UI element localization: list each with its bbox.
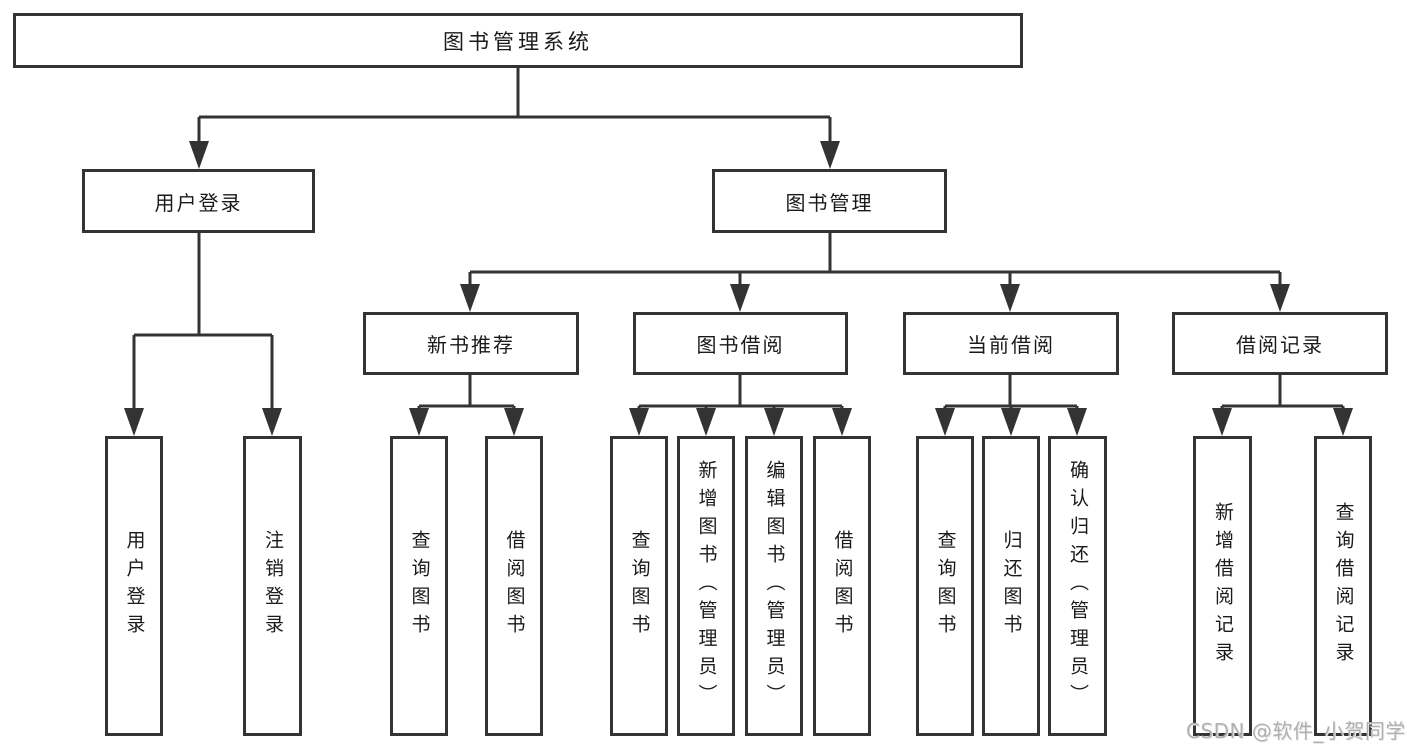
arrow-down-icon [1270,284,1290,312]
node-new-book-recommendation: 新书推荐 [363,312,579,375]
leaf-query-books-borrow: 查询图书 [610,436,668,736]
node-label: 查询借阅记录 [1332,502,1354,670]
leaf-query-books-current: 查询图书 [916,436,974,736]
arrow-down-icon [935,408,955,436]
arrow-down-icon [189,141,209,169]
node-label: 注销登录 [262,530,283,642]
arrow-down-icon [1000,284,1020,312]
node-label: 借阅图书 [831,530,853,642]
node-label: 确认归还（管理员） [1067,460,1088,712]
csdn-watermark: CSDN @软件_小贺同学 [1186,719,1405,743]
arrow-down-icon [629,408,649,436]
arrow-down-icon [409,408,429,436]
arrow-down-icon [730,284,750,312]
arrow-down-icon [832,408,852,436]
node-label: 查询图书 [934,530,956,642]
leaf-add-borrow-record: 新增借阅记录 [1193,436,1252,736]
leaf-query-books-recommend: 查询图书 [390,436,448,736]
node-label: 编辑图书（管理员） [763,460,785,712]
arrow-down-icon [124,408,144,436]
node-borrowing-records: 借阅记录 [1172,312,1388,375]
node-label: 查询图书 [408,530,430,642]
arrow-down-icon [820,141,840,169]
node-book-management: 图书管理 [712,169,947,233]
leaf-borrow-books: 借阅图书 [813,436,871,736]
node-label: 借阅记录 [1236,335,1324,357]
node-current-borrowing: 当前借阅 [903,312,1119,375]
leaf-confirm-return-admin: 确认归还（管理员） [1048,436,1107,736]
leaf-edit-book-admin: 编辑图书（管理员） [745,436,803,736]
node-label: 用户登录 [123,530,145,642]
arrow-down-icon [1067,408,1087,436]
connector-arrowheads [124,141,1353,436]
arrow-down-icon [504,408,524,436]
node-label: 新书推荐 [427,335,515,357]
leaf-query-borrow-record: 查询借阅记录 [1314,436,1372,736]
leaf-borrow-books-recommend: 借阅图书 [485,436,543,736]
node-label: 图书管理 [785,192,874,215]
arrow-down-icon [1001,408,1021,436]
node-label: 查询图书 [628,530,650,642]
leaf-return-books: 归还图书 [982,436,1040,736]
arrow-down-icon [696,408,716,436]
node-user-login: 用户登录 [82,169,315,233]
node-label: 用户登录 [154,192,243,215]
node-label: 归还图书 [1000,530,1022,642]
leaf-add-book-admin: 新增图书（管理员） [677,436,735,736]
arrow-down-icon [764,408,784,436]
arrow-down-icon [262,408,282,436]
leaf-user-login: 用户登录 [105,436,163,736]
leaf-logout: 注销登录 [243,436,302,736]
node-label: 图书管理系统 [443,29,593,54]
arrow-down-icon [1212,408,1232,436]
node-library-system: 图书管理系统 [13,13,1023,68]
node-label: 当前借阅 [967,335,1055,357]
node-book-borrowing: 图书借阅 [633,312,848,375]
arrow-down-icon [460,284,480,312]
node-label: 新增借阅记录 [1212,502,1233,670]
arrow-down-icon [1333,408,1353,436]
node-label: 借阅图书 [503,530,525,642]
node-label: 图书借阅 [696,335,785,357]
node-label: 新增图书（管理员） [695,460,717,712]
